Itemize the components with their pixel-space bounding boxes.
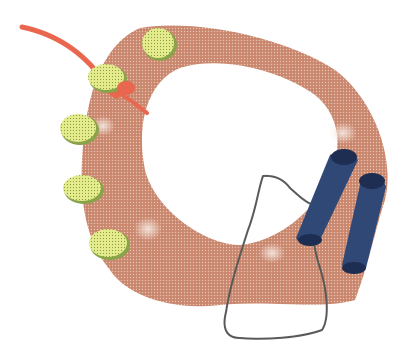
ring-highlight (134, 217, 162, 241)
ring-highlight (329, 122, 357, 144)
marker (117, 81, 135, 95)
ring-highlight (259, 243, 285, 263)
